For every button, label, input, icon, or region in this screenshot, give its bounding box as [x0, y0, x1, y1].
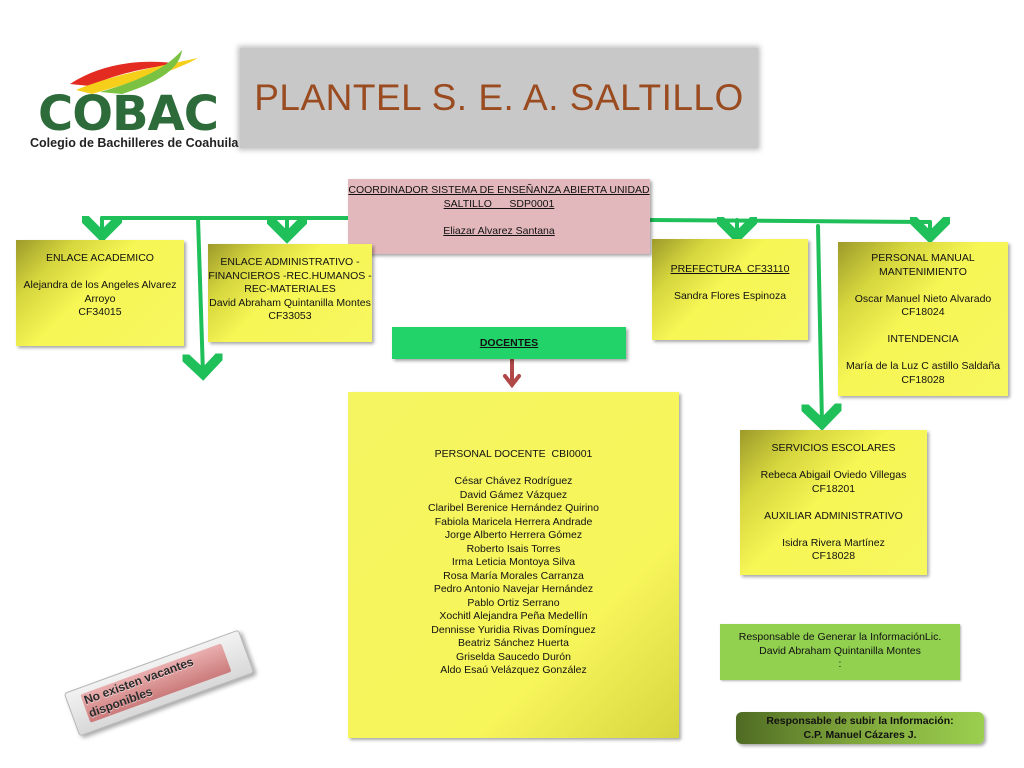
coordinator-spacer: [348, 211, 650, 225]
docente-item: Jorge Alberto Herrera Gómez: [444, 529, 583, 541]
coordinator-box: COORDINADOR SISTEMA DE ENSEÑANZA ABIERTA…: [348, 179, 650, 254]
coordinator-name: Eliazar Alvarez Santana: [443, 224, 555, 237]
docente-item: David Gámez Vázquez: [459, 488, 568, 501]
servicios-spacer1: [740, 456, 927, 470]
docente-spacer: [348, 462, 679, 476]
enlace-administrativo-box: ENLACE ADMINISTRATIVO - FINANCIEROS -REC…: [208, 244, 372, 342]
servicios-title: SERVICIOS ESCOLARES: [771, 442, 896, 454]
personal-manual-name1: Oscar Manuel Nieto Alvarado: [854, 292, 992, 305]
docente-item: Griselda Saucedo Durón: [456, 650, 571, 663]
coordinator-title-line2: SALTILLO SDP0001: [443, 197, 555, 210]
docente-item: Aldo Esaú Velázquez González: [440, 664, 587, 676]
servicios-spacer2: [740, 496, 927, 510]
personal-manual-line2: MANTENIMIENTO: [879, 265, 967, 278]
responsable-subir-box: Responsable de subir la Información: C.P…: [736, 712, 984, 744]
personal-manual-code1: CF18024: [901, 306, 945, 318]
personal-docente-box: PERSONAL DOCENTE CBI0001 César Chávez Ro…: [348, 392, 679, 738]
servicios-code2: CF18028: [811, 550, 856, 562]
enlace-admin-line1: ENLACE ADMINISTRATIVO -: [220, 256, 360, 268]
page-title-band: PLANTEL S. E. A. SALTILLO: [240, 48, 758, 148]
prefectura-title: PREFECTURA CF33110: [670, 263, 790, 275]
docente-item: César Chávez Rodríguez: [454, 475, 573, 487]
servicios-escolares-box: SERVICIOS ESCOLARES Rebeca Abigail Ovied…: [740, 430, 927, 575]
prefectura-box: PREFECTURA CF33110 Sandra Flores Espinoz…: [652, 239, 808, 340]
page-title: PLANTEL S. E. A. SALTILLO: [254, 77, 744, 118]
personal-manual-line1: PERSONAL MANUAL: [871, 252, 975, 264]
enlace-academico-title: ENLACE ACADEMICO: [46, 252, 154, 264]
servicios-name2: Isidra Rivera Martínez: [782, 536, 885, 549]
responsable-generar-line1: Responsable de Generar la InformaciónLic…: [738, 631, 942, 643]
docente-item: Irma Leticia Montoya Silva: [451, 556, 576, 568]
personal-manual-spacer1: [838, 279, 1008, 293]
servicios-name1: Rebeca Abigail Oviedo Villegas: [760, 469, 907, 481]
prefectura-name: Sandra Flores Espinoza: [673, 290, 787, 302]
enlace-admin-line3: REC-MATERIALES: [244, 283, 336, 295]
personal-manual-intendencia: INTENDENCIA: [887, 333, 959, 345]
enlace-academico-box: ENLACE ACADEMICO Alejandra de los Angele…: [16, 240, 184, 346]
connector-lines: [102, 216, 930, 424]
docente-item: Beatriz Sánchez Huerta: [458, 637, 569, 649]
docente-header: PERSONAL DOCENTE CBI0001: [434, 448, 593, 460]
personal-manual-box: PERSONAL MANUAL MANTENIMIENTO Oscar Manu…: [838, 242, 1008, 396]
docentes-label: DOCENTES: [479, 337, 539, 349]
servicios-auxiliar: AUXILIAR ADMINISTRATIVO: [764, 509, 903, 522]
logo-wordmark: COBAC: [38, 86, 219, 142]
enlace-academico-name1: Alejandra de los Angeles Alvarez: [23, 279, 177, 291]
docentes-arrow: [503, 358, 521, 389]
enlace-academico-code: CF34015: [78, 306, 122, 318]
enlace-admin-line2: FINANCIEROS -REC.HUMANOS -: [208, 269, 372, 282]
enlace-admin-name: David Abraham Quintanilla Montes: [209, 296, 371, 309]
prefectura-spacer: [652, 277, 808, 291]
logo-subtitle: Colegio de Bachilleres de Coahuila: [30, 136, 239, 150]
servicios-code1: CF18201: [811, 482, 856, 495]
docente-item: Rosa María Morales Carranza: [443, 569, 584, 582]
docentes-header-box: DOCENTES: [392, 327, 626, 359]
responsable-generar-box: Responsable de Generar la InformaciónLic…: [720, 624, 960, 680]
coordinator-title-line1: COORDINADOR SISTEMA DE ENSEÑANZA ABIERTA…: [348, 184, 650, 196]
personal-manual-spacer3: [838, 347, 1008, 361]
docente-item: Fabiola Maricela Herrera Andrade: [434, 515, 593, 528]
docente-item: Xochitl Alejandra Peña Medellín: [439, 610, 588, 622]
personal-manual-spacer2: [838, 320, 1008, 334]
enlace-academico-name2: Arroyo: [84, 292, 116, 305]
responsable-generar-colon: :: [838, 658, 842, 670]
docente-item: Claribel Berenice Hernández Quirino: [427, 502, 599, 514]
docente-item: Roberto Isais Torres: [466, 542, 561, 555]
servicios-spacer3: [740, 523, 927, 537]
personal-manual-code2: CF18028: [901, 373, 945, 386]
cobac-logo: COBAC Colegio de Bachilleres de Coahuila: [30, 46, 239, 156]
logo-swoosh-icon: [70, 50, 198, 94]
enlace-academico-spacer: [16, 266, 184, 280]
enlace-admin-code: CF33053: [268, 310, 312, 322]
docente-item: Dennisse Yuridia Rivas Domínguez: [431, 623, 596, 636]
docente-item: Pablo Ortiz Serrano: [467, 596, 560, 609]
docente-item: Pedro Antonio Navejar Hernández: [433, 583, 594, 595]
responsable-subir-name: C.P. Manuel Cázares J.: [803, 728, 917, 741]
responsable-generar-name: David Abraham Quintanilla Montes: [759, 644, 921, 657]
personal-manual-name2: María de la Luz C astillo Saldaña: [845, 360, 1001, 372]
responsable-subir-line1: Responsable de subir la Información:: [766, 715, 954, 727]
